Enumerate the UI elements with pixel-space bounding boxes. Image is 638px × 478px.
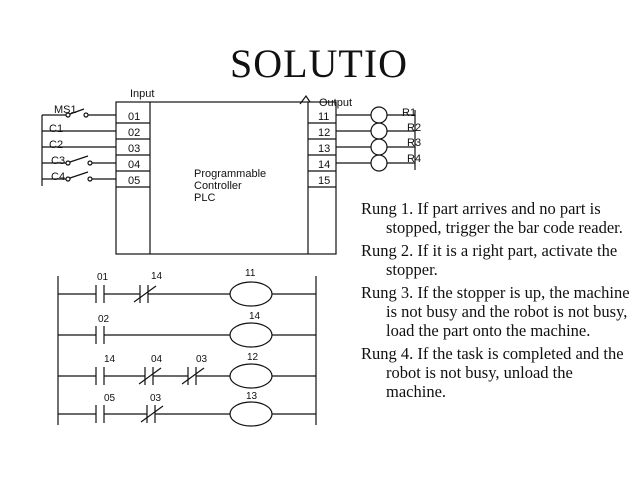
rung3-contact-label: 03	[196, 354, 208, 365]
plc-box	[115, 101, 337, 255]
input-device-label: C1	[49, 123, 63, 135]
input-label: Input	[130, 88, 154, 100]
rung3-contact-label: 14	[104, 354, 116, 365]
output-terminal: 12	[318, 127, 330, 139]
rung2-contact-label: 02	[98, 314, 110, 325]
output-lamp-r4	[370, 154, 388, 172]
rung4-contact-label: 03	[150, 393, 162, 404]
rung4-contact-label: 05	[104, 393, 116, 404]
plc-name-line-1: Programmable	[194, 168, 266, 180]
output-terminal: 11	[318, 111, 329, 123]
plc-name-line-2: Controller	[194, 180, 242, 192]
input-device-label: C4	[51, 171, 65, 183]
rung3-coil-label: 12	[247, 352, 259, 363]
rung2-coil-label: 14	[249, 311, 261, 322]
input-terminal: 01	[128, 111, 140, 123]
rung4-coil-label: 13	[246, 391, 258, 402]
input-terminal: 05	[128, 175, 140, 187]
rung-description: Rung 2. If it is a right part, activate …	[361, 241, 618, 279]
input-device-label: C3	[51, 155, 65, 167]
rung1-coil-label: 11	[245, 268, 256, 279]
output-device-label: R2	[407, 122, 421, 134]
input-device-label: MS1	[54, 104, 77, 116]
input-terminal: 03	[128, 143, 140, 155]
rung4-coil	[229, 401, 273, 427]
rung1-contact-label: 01	[97, 272, 109, 283]
output-label: Output	[319, 97, 352, 109]
rung3-contact-label: 04	[151, 354, 163, 365]
slide-title: SOLUTIO	[229, 41, 409, 86]
rung-description: Rung 4. If the task is completed and the…	[361, 344, 624, 401]
output-terminal: 15	[318, 175, 330, 187]
output-lamp-r1	[370, 106, 388, 124]
input-terminal: 02	[128, 127, 140, 139]
output-device-label: R4	[407, 153, 421, 165]
output-terminal: 14	[318, 159, 330, 171]
output-device-label: R3	[407, 137, 421, 149]
rung3-coil	[229, 363, 273, 389]
input-terminal: 04	[128, 159, 140, 171]
rung-description: Rung 3. If the stopper is up, the machin…	[361, 283, 630, 340]
rung1-coil	[229, 281, 273, 307]
rung-description: Rung 1. If part arrives and no part is s…	[361, 199, 623, 237]
plc-name-line-3: PLC	[194, 192, 215, 204]
rung2-coil	[229, 322, 273, 348]
output-lamp-r3	[370, 138, 388, 156]
rung-descriptions: Rung 1. If part arrives and no part is s…	[361, 199, 635, 405]
output-lamp-r2	[370, 122, 388, 140]
ladder-diagram	[57, 276, 317, 427]
rung1-contact-label: 14	[151, 271, 163, 282]
output-terminal: 13	[318, 143, 330, 155]
output-device-label: R1	[402, 107, 416, 119]
input-device-label: C2	[49, 139, 63, 151]
